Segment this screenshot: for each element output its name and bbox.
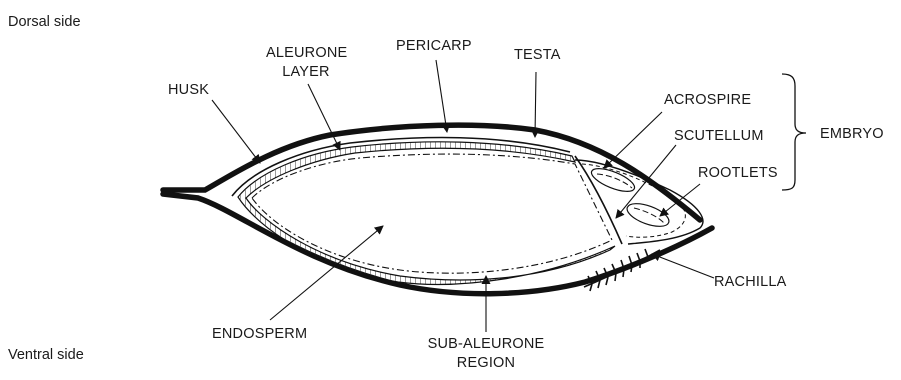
endosperm-label: ENDOSPERM [212,324,307,344]
pericarp-label: PERICARP [396,36,472,56]
husk-leader [212,100,260,163]
testa-leader [535,72,536,137]
embryo-brace [782,74,806,190]
acrospire-label: ACROSPIRE [664,90,751,110]
ventral-side-label: Ventral side [8,347,84,363]
sub-aleurone-label-line2: REGION [416,353,556,373]
scutellum-leader [616,145,676,218]
embryo-label: EMBRYO [820,124,884,144]
husk-outline-dorsal [163,125,700,220]
aleurone-label-line1: ALEURONE [266,43,346,63]
acrospire-leader [604,112,662,168]
rootlets-label: ROOTLETS [698,163,778,183]
rachilla-leader [652,254,714,278]
aleurone-label-line2: LAYER [266,62,346,82]
sub-aleurone-label-line1: SUB-ALEURONE [416,334,556,354]
aleurone-layer [238,142,615,285]
rachilla-label: RACHILLA [714,272,787,292]
pericarp-leader [436,60,447,132]
scutellum-label: SCUTELLUM [674,126,764,146]
rootlets-shape [624,199,672,231]
dorsal-side-label: Dorsal side [8,14,81,30]
acrospire-inner [597,174,632,188]
husk-label: HUSK [168,80,209,100]
testa-label: TESTA [514,45,561,65]
